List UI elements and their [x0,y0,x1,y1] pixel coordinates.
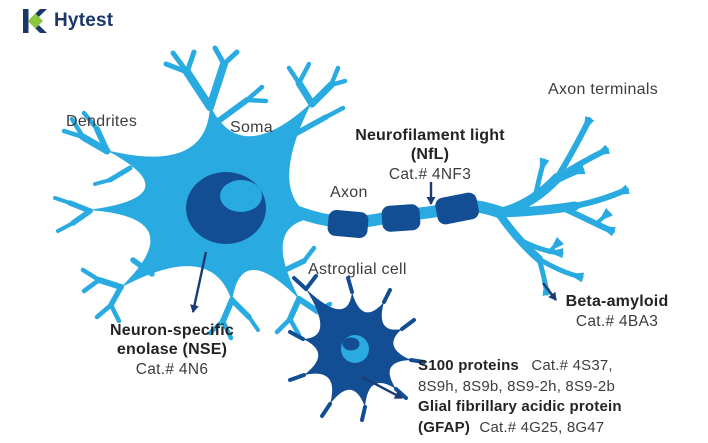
myelin-segment [435,192,479,225]
beta-amyloid-arrow [542,282,557,301]
s100-name: S100 proteins [418,357,519,374]
astroglial-cell-shape [288,274,426,422]
nfl-marker-block: Neurofilament light (NfL) Cat.# 4NF3 [330,126,530,184]
gfap-name-line1: Glial fibrillary acidic protein [418,398,622,415]
s100-gfap-marker-block: S100 proteins Cat.# 4S37, 8S9h, 8S9b, 8S… [418,356,622,438]
beta-amyloid-name: Beta-amyloid [565,293,669,310]
nfl-cat-number: Cat.# 4NF3 [388,166,472,183]
beta-amyloid-cat-number: Cat.# 4BA3 [575,313,659,330]
myelin-segment [381,204,421,232]
hytest-logo-text: Hytest [54,10,114,31]
nfl-name-line1: Neurofilament light [355,127,505,144]
s100-cat-line1: Cat.# 4S37, [531,357,613,374]
hytest-logo: Hytest [22,8,113,34]
nse-name-line2: enolase (NSE) [116,341,228,358]
nfl-name-line2: (NfL) [410,146,450,163]
hytest-logo-k-icon [23,9,47,33]
axon-terminals-label: Axon terminals [548,81,659,98]
nse-cat-number: Cat.# 4N6 [135,361,209,378]
nse-marker-block: Neuron-specific enolase (NSE) Cat.# 4N6 [77,321,267,379]
soma-label: Soma [230,119,273,136]
logo-green-diamond [28,13,43,29]
s100-gfap-arrow [361,375,403,400]
myelin-sheath [327,192,479,239]
nse-name-line1: Neuron-specific [110,322,234,339]
gfap-name-line2: (GFAP) [418,418,471,436]
s100-cat-line2: 8S9h, 8S9b, 8S9-2h, 8S9-2b [418,377,616,395]
neuron-nucleus [186,172,266,244]
beta-amyloid-marker-block: Beta-amyloid Cat.# 4BA3 [552,292,682,331]
dendrites-label: Dendrites [66,113,138,130]
nse-arrow [190,251,208,313]
astroglial-cell-label: Astroglial cell [308,261,407,278]
gfap-cat-number: Cat.# 4G25, 8G47 [479,418,605,436]
myelin-segment [327,209,369,239]
s100-line1: S100 proteins Cat.# 4S37, [418,356,622,377]
pointer-arrows [190,182,557,400]
gfap-line2: (GFAP) Cat.# 4G25, 8G47 [418,418,622,439]
axon-label: Axon [330,184,368,201]
dendrites-branches [53,45,348,341]
axon-terminals-tree [495,115,630,296]
